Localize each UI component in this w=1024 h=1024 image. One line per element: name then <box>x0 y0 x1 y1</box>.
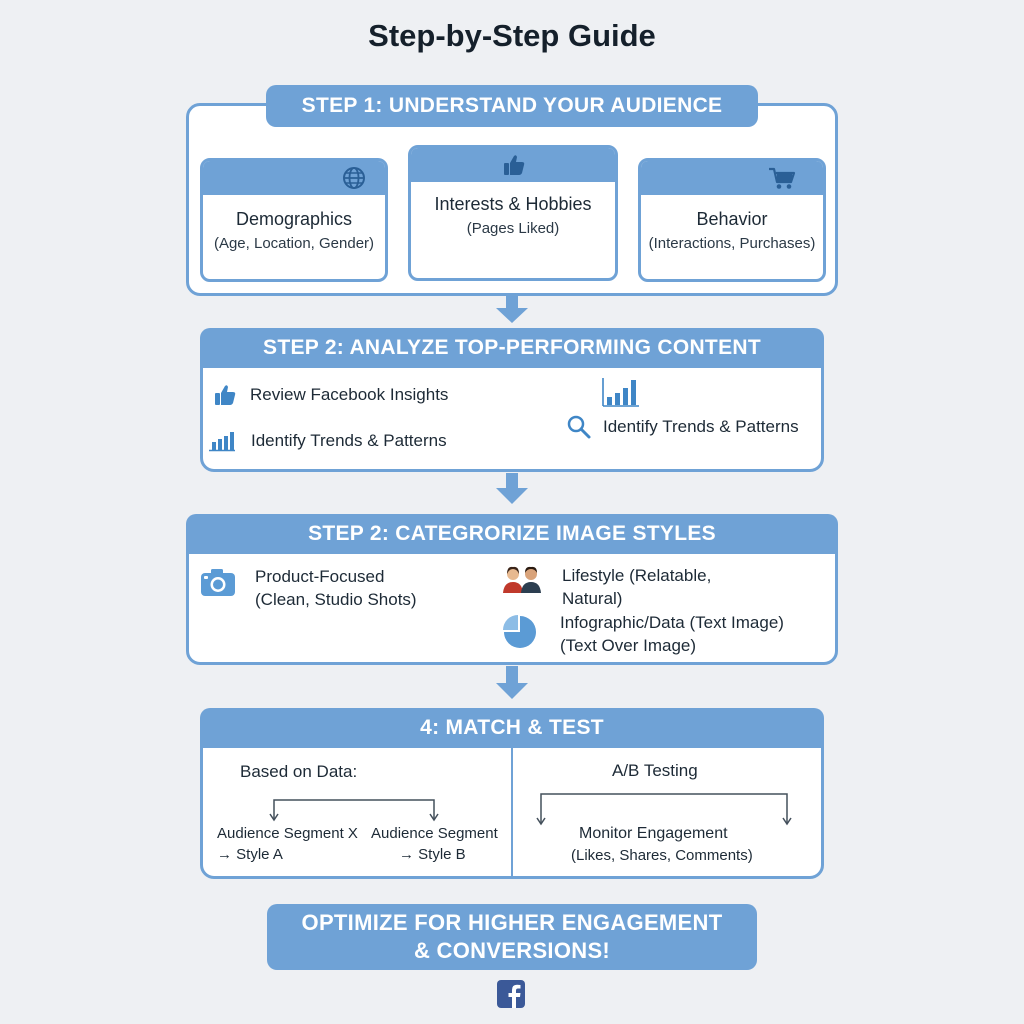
globe-icon <box>343 167 365 189</box>
step2-item-review-insights: Review Facebook Insights <box>250 385 449 404</box>
step2-item-trends: Identify Trends & Patterns <box>251 431 447 450</box>
thumbs-up-icon <box>215 385 236 405</box>
page-title: Step-by-Step Guide <box>368 18 656 53</box>
split-connector-left <box>269 799 439 822</box>
step2-item-trends-2: Identify Trends & Patterns <box>603 417 799 436</box>
down-arrow-icon <box>496 666 528 699</box>
step3-item-product-line2: (Clean, Studio Shots) <box>255 590 417 609</box>
optimize-line1: OPTIMIZE FOR HIGHER ENGAGEMENT <box>301 910 723 935</box>
cart-icon <box>769 167 796 189</box>
optimize-line2: & CONVERSIONS! <box>413 938 611 963</box>
step3-item-product-line1: Product-Focused <box>255 567 385 586</box>
step4-heading: 4: MATCH & TEST <box>200 708 824 748</box>
camera-icon <box>201 569 235 596</box>
facebook-logo-icon <box>497 980 525 1008</box>
pie-chart-icon <box>503 615 536 648</box>
engagement-metrics-label: (Likes, Shares, Comments) <box>571 847 753 864</box>
card-subtitle: (Interactions, Purchases) <box>648 235 816 252</box>
segment-x-label: Audience Segment X <box>217 825 358 842</box>
step4-divider <box>511 748 513 876</box>
down-arrow-icon <box>496 473 528 504</box>
segment-b-label: Audience Segment <box>371 825 498 842</box>
step3-item-lifestyle-line2: Natural) <box>562 589 623 608</box>
bar-chart-icon <box>602 378 639 407</box>
step1-card-behavior: Behavior (Interactions, Purchases) <box>638 158 826 282</box>
style-a-label: → Style A <box>217 846 283 863</box>
step2-heading: STEP 2: ANALYZE TOP-PERFORMING CONTENT <box>200 328 824 368</box>
step1-card-demographics: Demographics (Age, Location, Gender) <box>200 158 388 282</box>
step3-item-infographic-line2: (Text Over Image) <box>560 636 697 655</box>
step1-card-interests: Interests & Hobbies (Pages Liked) <box>408 145 618 281</box>
card-title: Demographics <box>235 209 353 229</box>
magnifier-icon <box>567 415 591 439</box>
based-on-data-heading: Based on Data: <box>240 762 358 781</box>
step1-heading: STEP 1: UNDERSTAND YOUR AUDIENCE <box>266 85 758 127</box>
card-title: Behavior <box>696 209 768 229</box>
step3-heading: STEP 2: CATEGRORIZE IMAGE STYLES <box>186 514 838 554</box>
bar-chart-icon <box>209 432 235 452</box>
thumbs-up-icon <box>504 155 525 175</box>
people-photo-icon <box>503 566 541 593</box>
split-connector-right <box>536 793 792 826</box>
step3-item-infographic-line1: Infographic/Data (Text Image) <box>560 613 784 632</box>
step3-item-lifestyle-line1: Lifestyle (Relatable, <box>562 566 712 585</box>
monitor-engagement-label: Monitor Engagement <box>579 825 728 842</box>
ab-testing-heading: A/B Testing <box>612 761 698 780</box>
card-subtitle: (Pages Liked) <box>466 220 560 237</box>
card-title: Interests & Hobbies <box>434 194 592 214</box>
card-subtitle: (Age, Location, Gender) <box>213 235 375 252</box>
style-b-label: → Style B <box>399 846 466 863</box>
down-arrow-icon <box>496 296 528 323</box>
optimize-banner: OPTIMIZE FOR HIGHER ENGAGEMENT & CONVERS… <box>267 904 757 970</box>
